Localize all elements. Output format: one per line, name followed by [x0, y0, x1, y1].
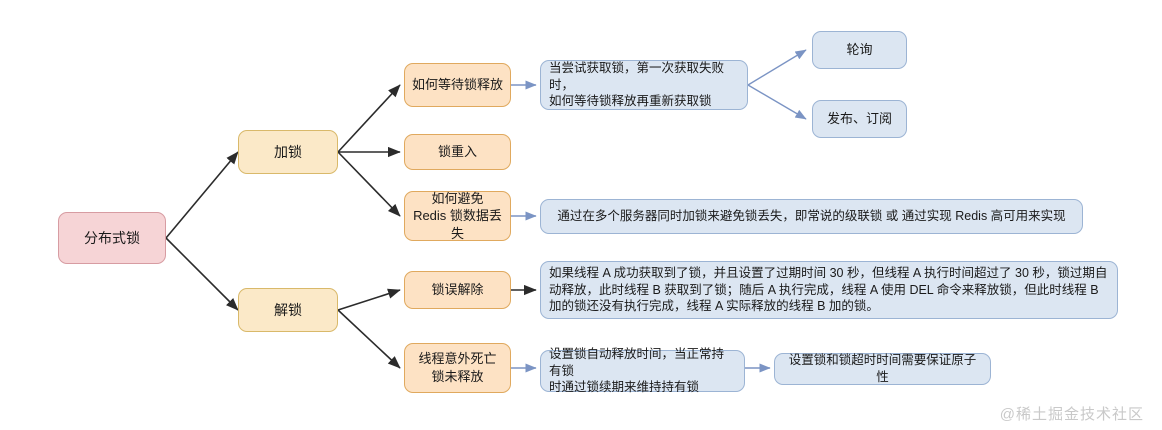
node-label: 如何避免 Redis 锁数据丢失	[413, 190, 502, 241]
detail-text: 如果线程 A 成功获取到了锁，并且设置了过期时间 30 秒，但线程 A 执行时间…	[549, 265, 1108, 314]
node-label: 锁重入	[437, 144, 477, 160]
node-root-distributed-lock[interactable]: 分布式锁	[58, 212, 166, 264]
detail-atomicity[interactable]: 设置锁和锁超时时间需要保证原子性	[774, 353, 991, 385]
node-lock-wrong-release[interactable]: 锁误解除	[404, 271, 511, 309]
node-label: 锁误解除	[431, 282, 484, 298]
node-thread-dead-lock-not-released[interactable]: 线程意外死亡 锁未释放	[404, 343, 511, 393]
node-label: 发布、订阅	[826, 111, 892, 127]
watermark: @稀土掘金技术社区	[999, 406, 1144, 423]
detail-wait-lock-release[interactable]: 当尝试获取锁，第一次获取失败时， 如何等待锁释放再重新获取锁	[540, 60, 748, 110]
detail-text: 设置锁和锁超时时间需要保证原子性	[788, 353, 977, 384]
node-lock[interactable]: 加锁	[238, 130, 338, 174]
node-label: 线程意外死亡 锁未释放	[418, 351, 497, 384]
detail-thread-dead[interactable]: 设置锁自动释放时间，当正常持有锁 时通过锁续期来维持持有锁	[540, 347, 745, 394]
detail-avoid-redis-lock-data-loss[interactable]: 通过在多个服务器同时加锁来避免锁丢失，即常说的级联锁 或 通过实现 Redis …	[540, 199, 1083, 234]
detail-text: 当尝试获取锁，第一次获取失败时， 如何等待锁释放再重新获取锁	[549, 60, 725, 109]
node-polling[interactable]: 轮询	[812, 31, 907, 69]
detail-text: 通过在多个服务器同时加锁来避免锁丢失，即常说的级联锁 或 通过实现 Redis …	[557, 209, 1066, 224]
detail-text: 设置锁自动释放时间，当正常持有锁 时通过锁续期来维持持有锁	[549, 346, 725, 395]
node-avoid-redis-lock-data-loss[interactable]: 如何避免 Redis 锁数据丢失	[404, 191, 511, 241]
node-wait-lock-release[interactable]: 如何等待锁释放	[404, 63, 511, 107]
node-label: 加锁	[274, 143, 302, 160]
node-unlock[interactable]: 解锁	[238, 288, 338, 332]
detail-lock-wrong-release[interactable]: 如果线程 A 成功获取到了锁，并且设置了过期时间 30 秒，但线程 A 执行时间…	[540, 261, 1118, 319]
node-label: 分布式锁	[84, 229, 140, 246]
node-label: 轮询	[846, 42, 873, 58]
node-label: 解锁	[274, 301, 302, 318]
node-lock-reentrant[interactable]: 锁重入	[404, 134, 511, 170]
node-publish-subscribe[interactable]: 发布、订阅	[812, 100, 907, 138]
node-label: 如何等待锁释放	[411, 77, 503, 93]
